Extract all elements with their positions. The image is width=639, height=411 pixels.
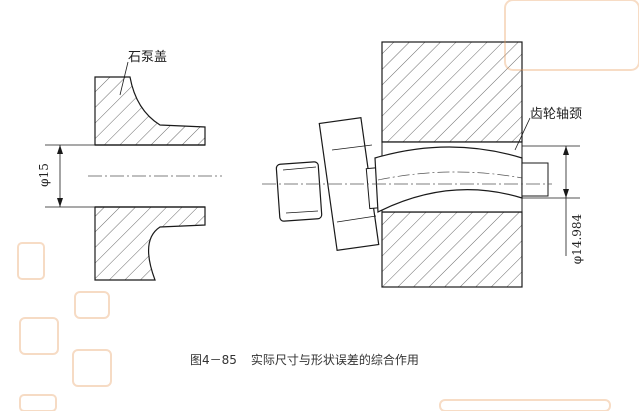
pump-cover-lower	[94, 206, 206, 281]
seal-mark-left-2	[74, 291, 110, 319]
shaft-right-stub	[521, 162, 549, 197]
seal-mark-left-4	[72, 349, 112, 387]
dim-label-phi14984: φ14.984	[570, 213, 585, 265]
housing-lower-block	[381, 211, 523, 288]
seal-mark-bottom	[439, 399, 611, 411]
pump-cover-upper	[94, 76, 206, 146]
seal-mark-left-1	[17, 242, 45, 280]
seal-mark-left-3	[19, 317, 59, 355]
seal-mark-top-right	[504, 0, 639, 71]
figure-caption-text: 实际尺寸与形状误差的综合作用	[250, 353, 419, 367]
pump-cover-section	[45, 61, 222, 281]
figure-number: 图4－85	[190, 353, 237, 367]
seal-watermarks	[17, 0, 639, 411]
gear-shaft	[262, 117, 580, 256]
shaft-end-knob	[275, 161, 323, 222]
label-pump-cover: 石泵盖	[128, 50, 168, 65]
label-gear-journal: 齿轮轴颈	[530, 107, 583, 122]
figure-caption: 图4－85 实际尺寸与形状误差的综合作用	[190, 351, 419, 368]
seal-mark-left-5	[19, 394, 57, 411]
dim-label-phi15: φ15	[36, 163, 51, 187]
housing-upper-block	[381, 41, 523, 143]
